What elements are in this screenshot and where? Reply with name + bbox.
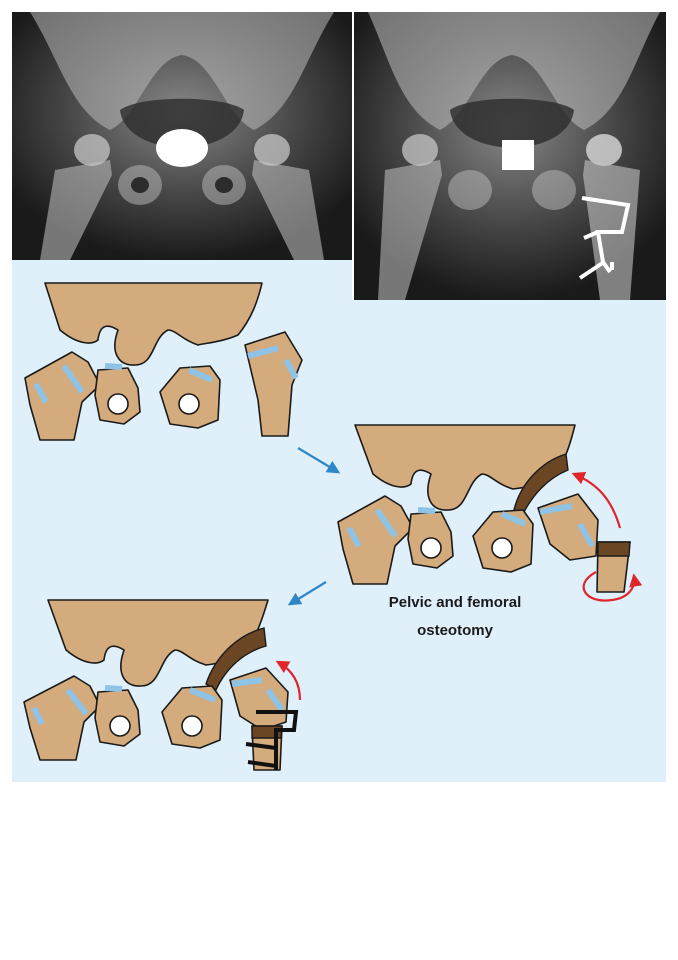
xray-postoperative <box>354 12 666 300</box>
pelvis <box>44 282 263 366</box>
gonad-shield <box>502 140 534 170</box>
flow-arrow-to-postop <box>287 581 327 606</box>
stage-preoperative <box>24 282 303 441</box>
rotation-arrow-pelvis <box>571 471 622 529</box>
flow-arrow-to-surgery <box>297 447 341 474</box>
xray-preoperative <box>12 12 352 260</box>
blade-plate <box>245 710 299 770</box>
femoral-plate-implant <box>578 196 631 280</box>
iliac-bone-graft <box>205 627 267 692</box>
caption-line-1: Pelvic and femoral <box>389 594 522 611</box>
rotation-arrow-femur <box>582 571 643 602</box>
gonad-shield <box>156 129 208 167</box>
iliac-bone-graft <box>513 453 569 518</box>
stage-postoperative <box>23 599 302 771</box>
caption-line-2: osteotomy <box>417 622 494 639</box>
rotation-arrow-pelvis <box>275 660 302 701</box>
stage-surgical-correction <box>337 424 643 602</box>
